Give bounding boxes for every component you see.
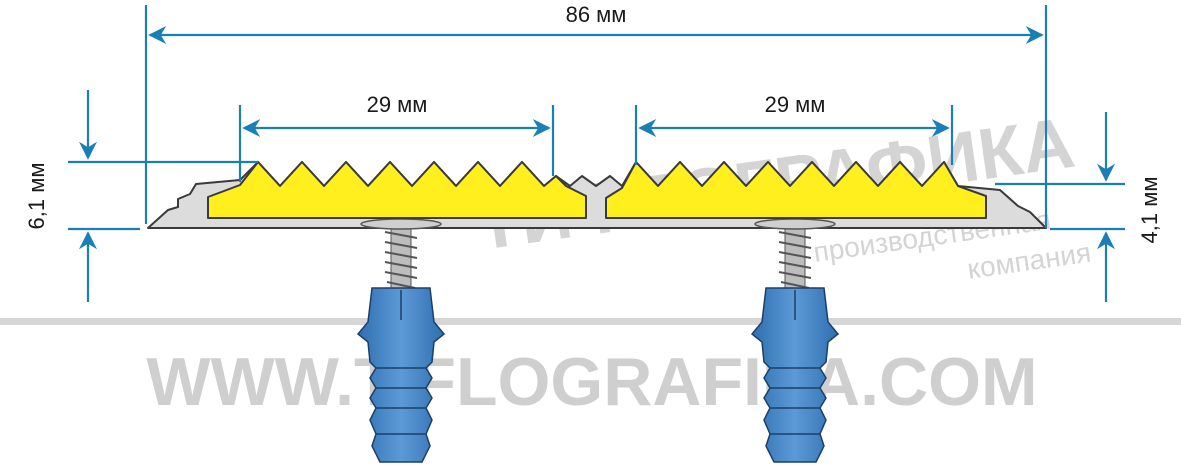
dim-overall-height: 6,1 мм	[24, 163, 49, 230]
floor-line	[0, 318, 1181, 325]
anchor-left	[356, 224, 446, 463]
dim-left-insert: 29 мм	[367, 92, 428, 117]
yellow-insert-left	[207, 161, 587, 219]
dim-base-height: 4,1 мм	[1137, 177, 1162, 244]
dim-right-insert: 29 мм	[765, 92, 826, 117]
screw-head-left	[360, 218, 442, 230]
anchor-right	[750, 224, 840, 463]
yellow-insert-right	[605, 161, 987, 219]
dim-total-width: 86 мм	[566, 2, 627, 27]
watermark-url: WWW.TIFLOGRAFIKA.COM	[146, 344, 1037, 420]
screw-head-right	[754, 218, 836, 230]
